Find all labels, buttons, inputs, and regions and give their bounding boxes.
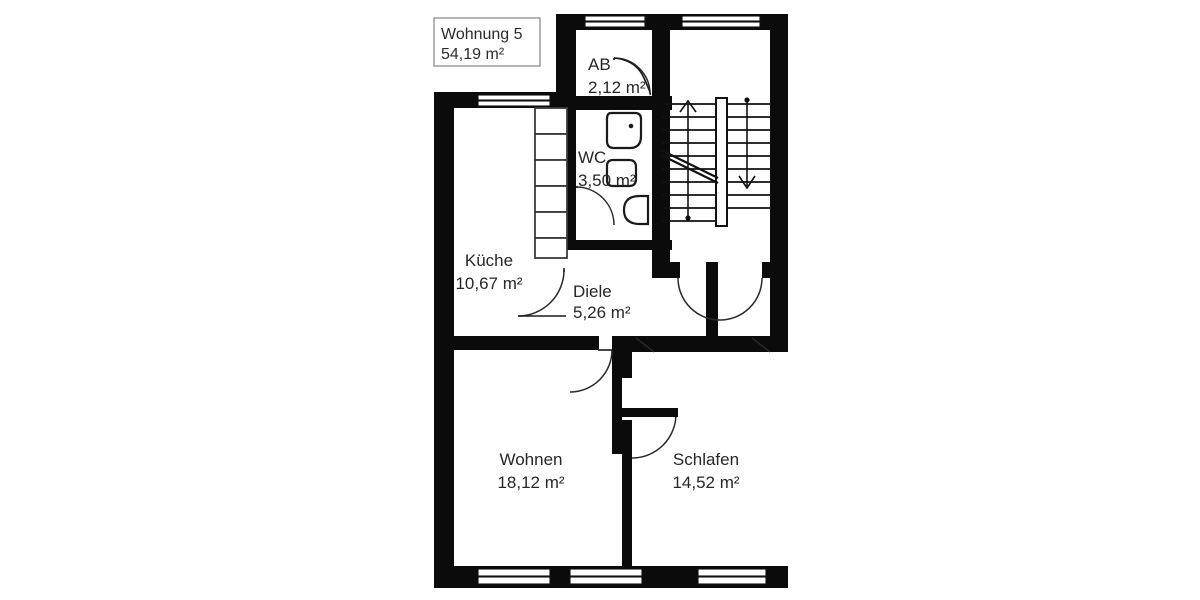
- window-stair-top: [681, 15, 761, 28]
- room-name-ab: AB: [588, 55, 611, 74]
- stair-treads-left: [662, 103, 716, 222]
- wall-diele-bottom-right: [612, 336, 788, 352]
- wall-entry-jamb-left: [652, 262, 680, 278]
- wall-wc-right: [652, 100, 670, 248]
- wall-kueche-bottom-stub: [585, 336, 599, 350]
- room-area-wohnen: 18,12 m²: [497, 473, 564, 492]
- title-box: Wohnung 5 54,19 m²: [433, 17, 541, 67]
- washbasin-icon: [605, 111, 643, 150]
- window-wohnen-left: [477, 568, 551, 585]
- room-area-wc: 3,50 m²: [578, 171, 636, 190]
- door-marks-lower-wall: [635, 337, 771, 353]
- wc-fixtures: [605, 111, 650, 226]
- wall-kueche-bottom: [434, 336, 590, 350]
- wall-outer-right-lower: [770, 566, 788, 588]
- door-entry-left: [677, 277, 721, 321]
- wall-outer-right-upper: [770, 14, 788, 340]
- room-label-wohnen: Wohnen 18,12 m²: [497, 450, 564, 492]
- stair-treads-right: [726, 103, 772, 209]
- room-label-schlafen: Schlafen 14,52 m²: [672, 450, 739, 492]
- room-label-ab: AB 2,12 m²: [588, 55, 646, 97]
- room-name-wohnen: Wohnen: [499, 450, 562, 469]
- door-kueche: [517, 268, 566, 317]
- window-kueche: [477, 94, 551, 107]
- window-wohnen-right: [569, 568, 643, 585]
- room-name-diele: Diele: [573, 282, 612, 301]
- window-ab-top: [584, 15, 646, 28]
- room-area-diele: 5,26 m²: [573, 303, 631, 322]
- title-box-frame: [433, 17, 541, 67]
- washbasin-drain-icon: [628, 123, 634, 129]
- stair-railing: [715, 97, 728, 227]
- door-wc: [568, 186, 615, 228]
- wall-structure: [434, 14, 788, 588]
- room-name-kueche: Küche: [465, 251, 513, 270]
- door-wohnen: [569, 349, 613, 393]
- room-name-schlafen: Schlafen: [673, 450, 739, 469]
- room-name-wc: WC: [578, 148, 606, 167]
- window-group: [477, 15, 767, 585]
- door-schlafen-header: [622, 408, 678, 417]
- window-schlafen: [697, 568, 767, 585]
- room-label-kueche: Küche 10,67 m²: [455, 251, 522, 293]
- room-label-diele: Diele 5,26 m²: [573, 282, 631, 322]
- staircase: [660, 97, 772, 227]
- room-area-schlafen: 14,52 m²: [672, 473, 739, 492]
- room-area-ab: 2,12 m²: [588, 78, 646, 97]
- unit-label: Wohnung 5: [441, 26, 523, 43]
- toilet-icon: [605, 158, 638, 188]
- wall-ab-left: [556, 14, 576, 96]
- stair-up-arrow: [679, 99, 697, 221]
- wall-entry-jamb-right: [762, 262, 788, 278]
- door-ab: [613, 57, 652, 95]
- wall-cut-corner-kueche: [434, 92, 454, 112]
- door-entry-right: [719, 277, 763, 321]
- door-group: [517, 57, 771, 459]
- wall-wc-bottom: [566, 240, 672, 250]
- stair-down-arrow: [738, 97, 756, 190]
- wall-entry-center-pier: [706, 262, 718, 352]
- wall-cut-corner-bottom-left: [434, 566, 456, 588]
- room-labels: AB 2,12 m² WC 3,50 m² Küche 10,67 m² Die…: [455, 55, 739, 492]
- wall-cut-corner-ab: [556, 14, 576, 34]
- room-area-kueche: 10,67 m²: [455, 274, 522, 293]
- bidet-icon: [622, 194, 650, 226]
- wall-wohnen-schlafen-upper: [622, 344, 632, 378]
- wall-ab-right: [652, 14, 670, 100]
- wall-wohnen-schlafen: [622, 420, 632, 588]
- door-wc-jamb: [568, 220, 576, 228]
- wall-kueche-right: [566, 108, 576, 248]
- room-label-wc: WC 3,50 m²: [578, 148, 636, 190]
- wall-ab-bottom: [556, 96, 672, 110]
- door-schlafen: [622, 408, 678, 459]
- wall-diele-wohnen-partition: [612, 344, 622, 454]
- stair-break-line: [660, 149, 719, 184]
- kitchen-cabinets: [534, 107, 568, 259]
- unit-total-area: 54,19 m²: [441, 46, 505, 63]
